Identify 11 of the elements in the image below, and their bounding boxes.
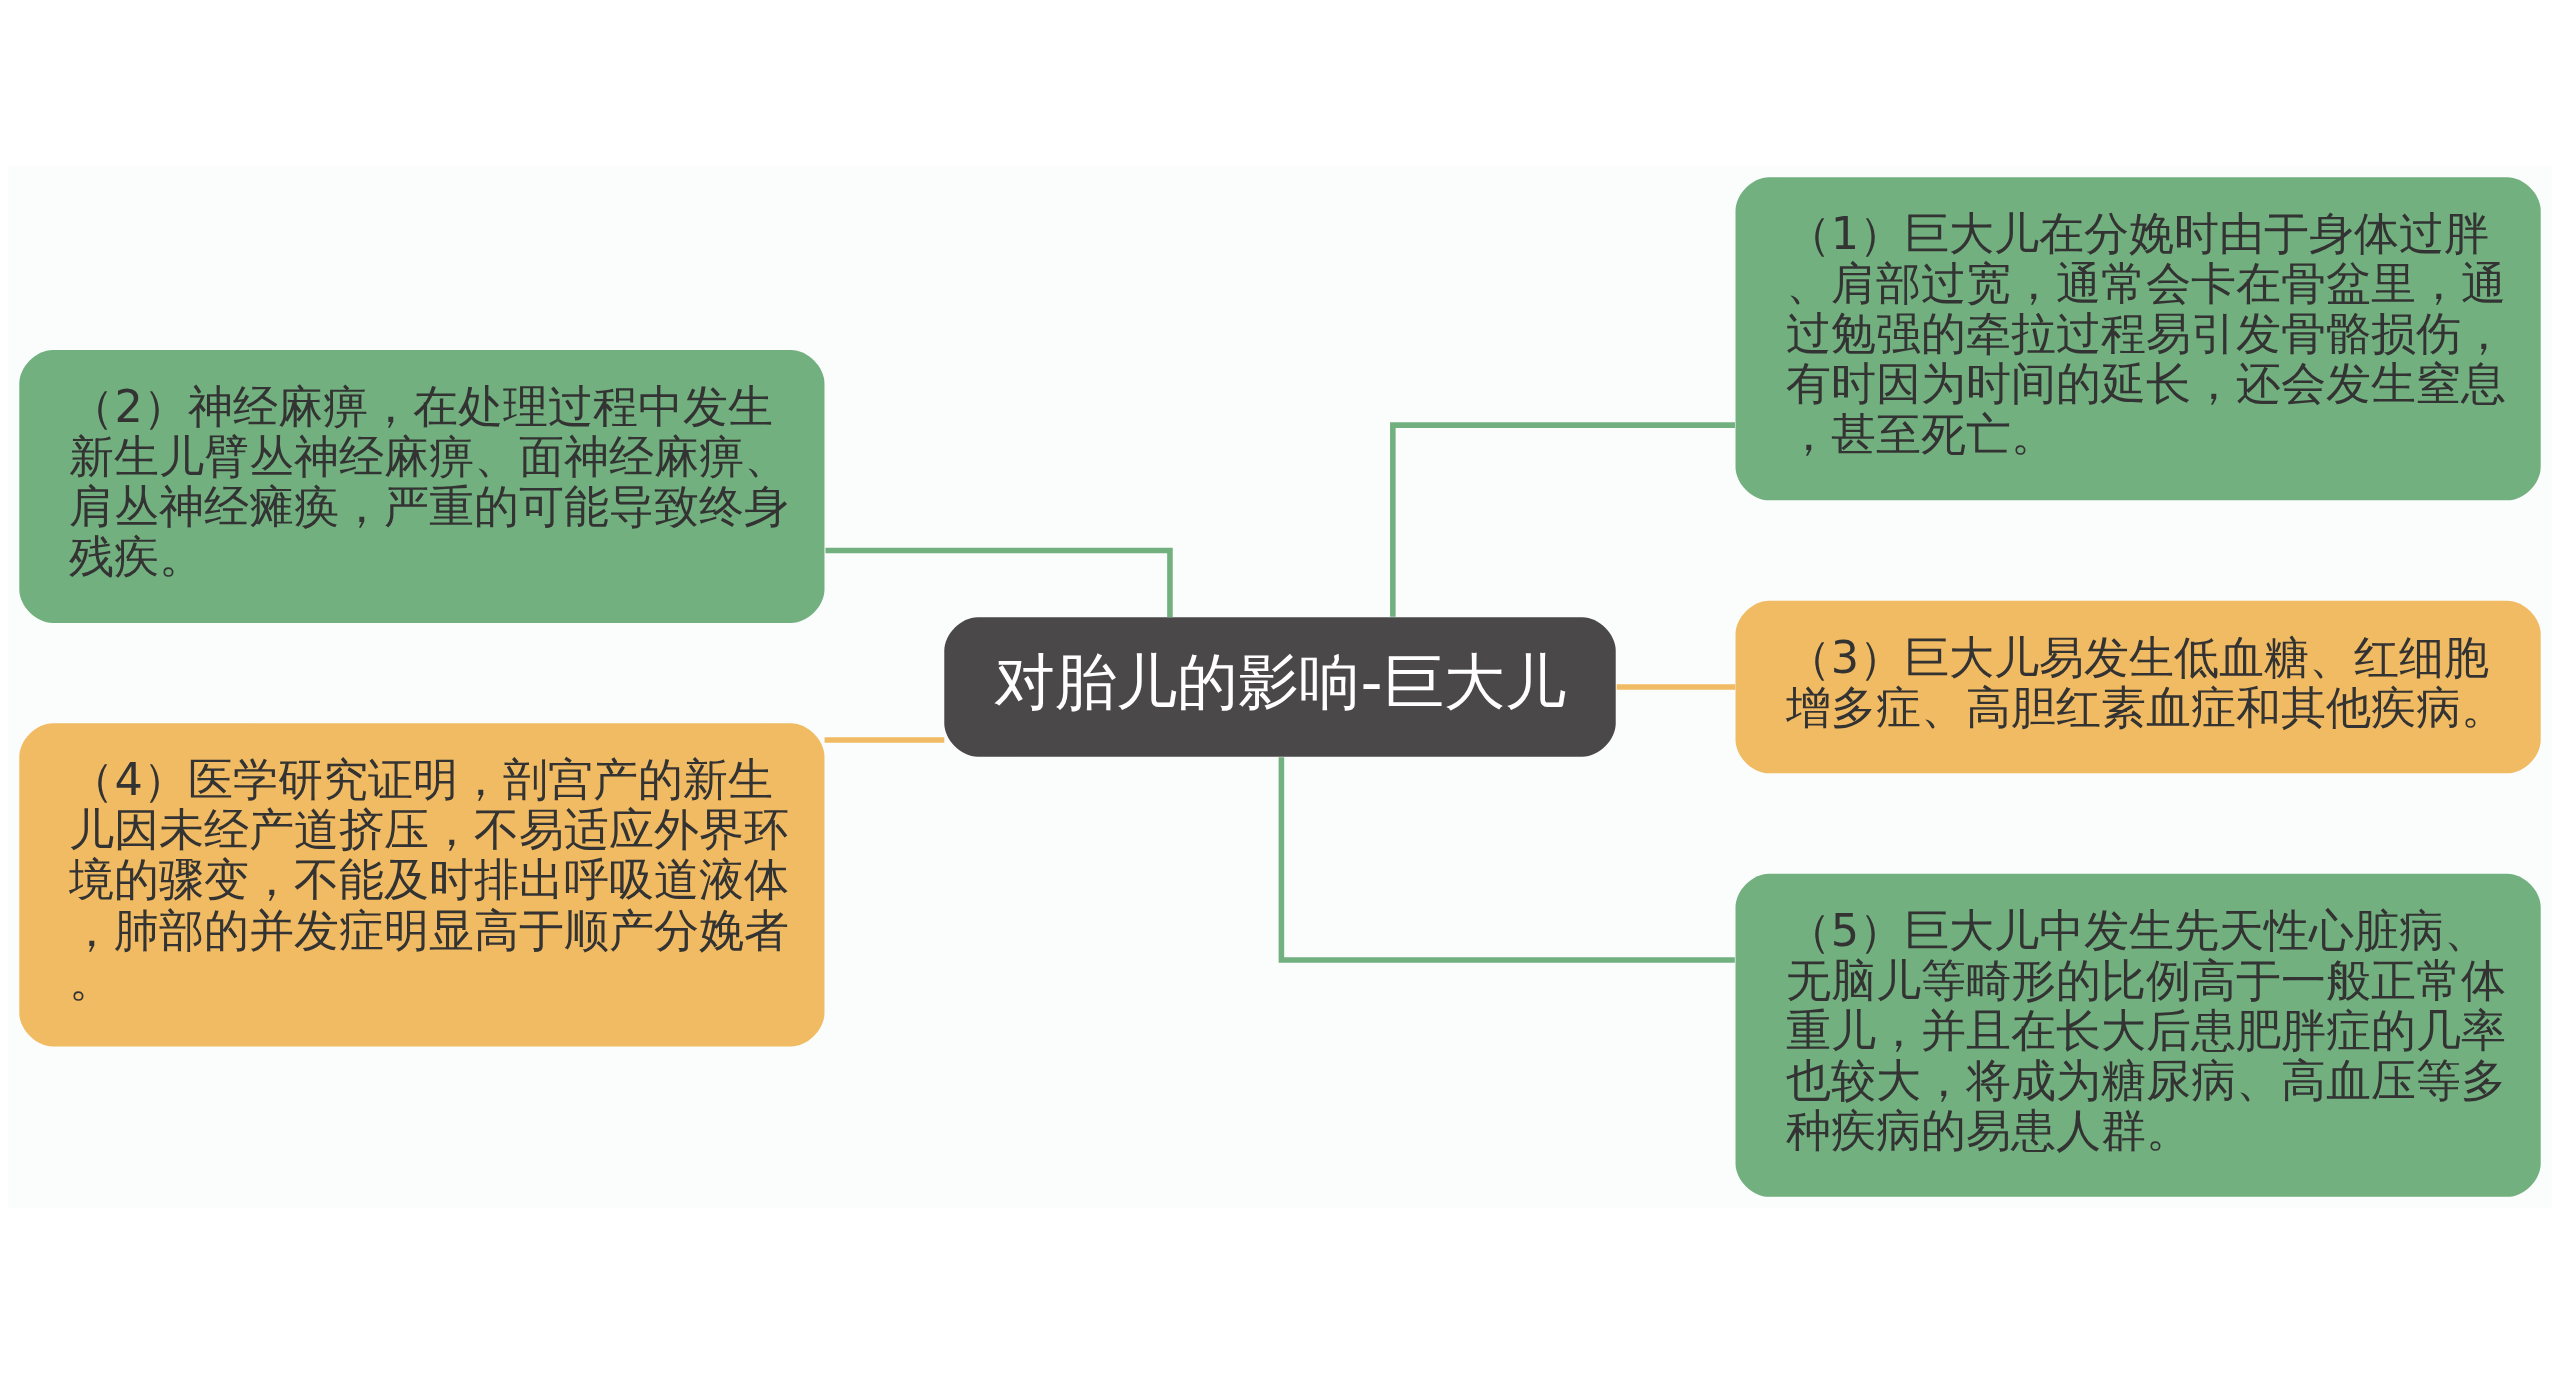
connector	[824, 736, 945, 743]
node-box: （4）医学研究证明，剖宫产的新生儿因未经产道挤压，不易适应外界环境的骤变，不能及时排出呼吸道液体，肺部的并发症明显高于顺产分娩者。	[19, 722, 825, 1046]
connector	[1278, 756, 1735, 963]
node-box: （3）巨大儿易发生低血糖、红细胞增多症、高胆红素血症和其他疾病。	[1735, 600, 2541, 773]
node-box: 对胎儿的影响-巨大儿	[944, 616, 1616, 757]
node-box: （1）巨大儿在分娩时由于身体过胖、肩部过宽，通常会卡在骨盆里，通过勉强的牵拉过程易引发骨骼损伤，有时因为时间的延长，还会发生窒息，甚至死亡。	[1735, 176, 2541, 500]
node-box: （2）神经麻痹，在处理过程中发生新生儿臂丛神经麻痹、面神经麻痹、肩丛神经瘫痪，严重的可能导致终身残疾。	[19, 349, 825, 623]
connector	[1390, 421, 1735, 617]
connector	[825, 547, 1173, 617]
connector	[1616, 683, 1736, 690]
node-box: （5）巨大儿中发生先天性心脏病、无脑儿等畸形的比例高于一般正常体重儿，并且在长大后患肥胖症的几率也较大，将成为糖尿病、高血压等多种疾病的易患人群。	[1735, 873, 2541, 1197]
